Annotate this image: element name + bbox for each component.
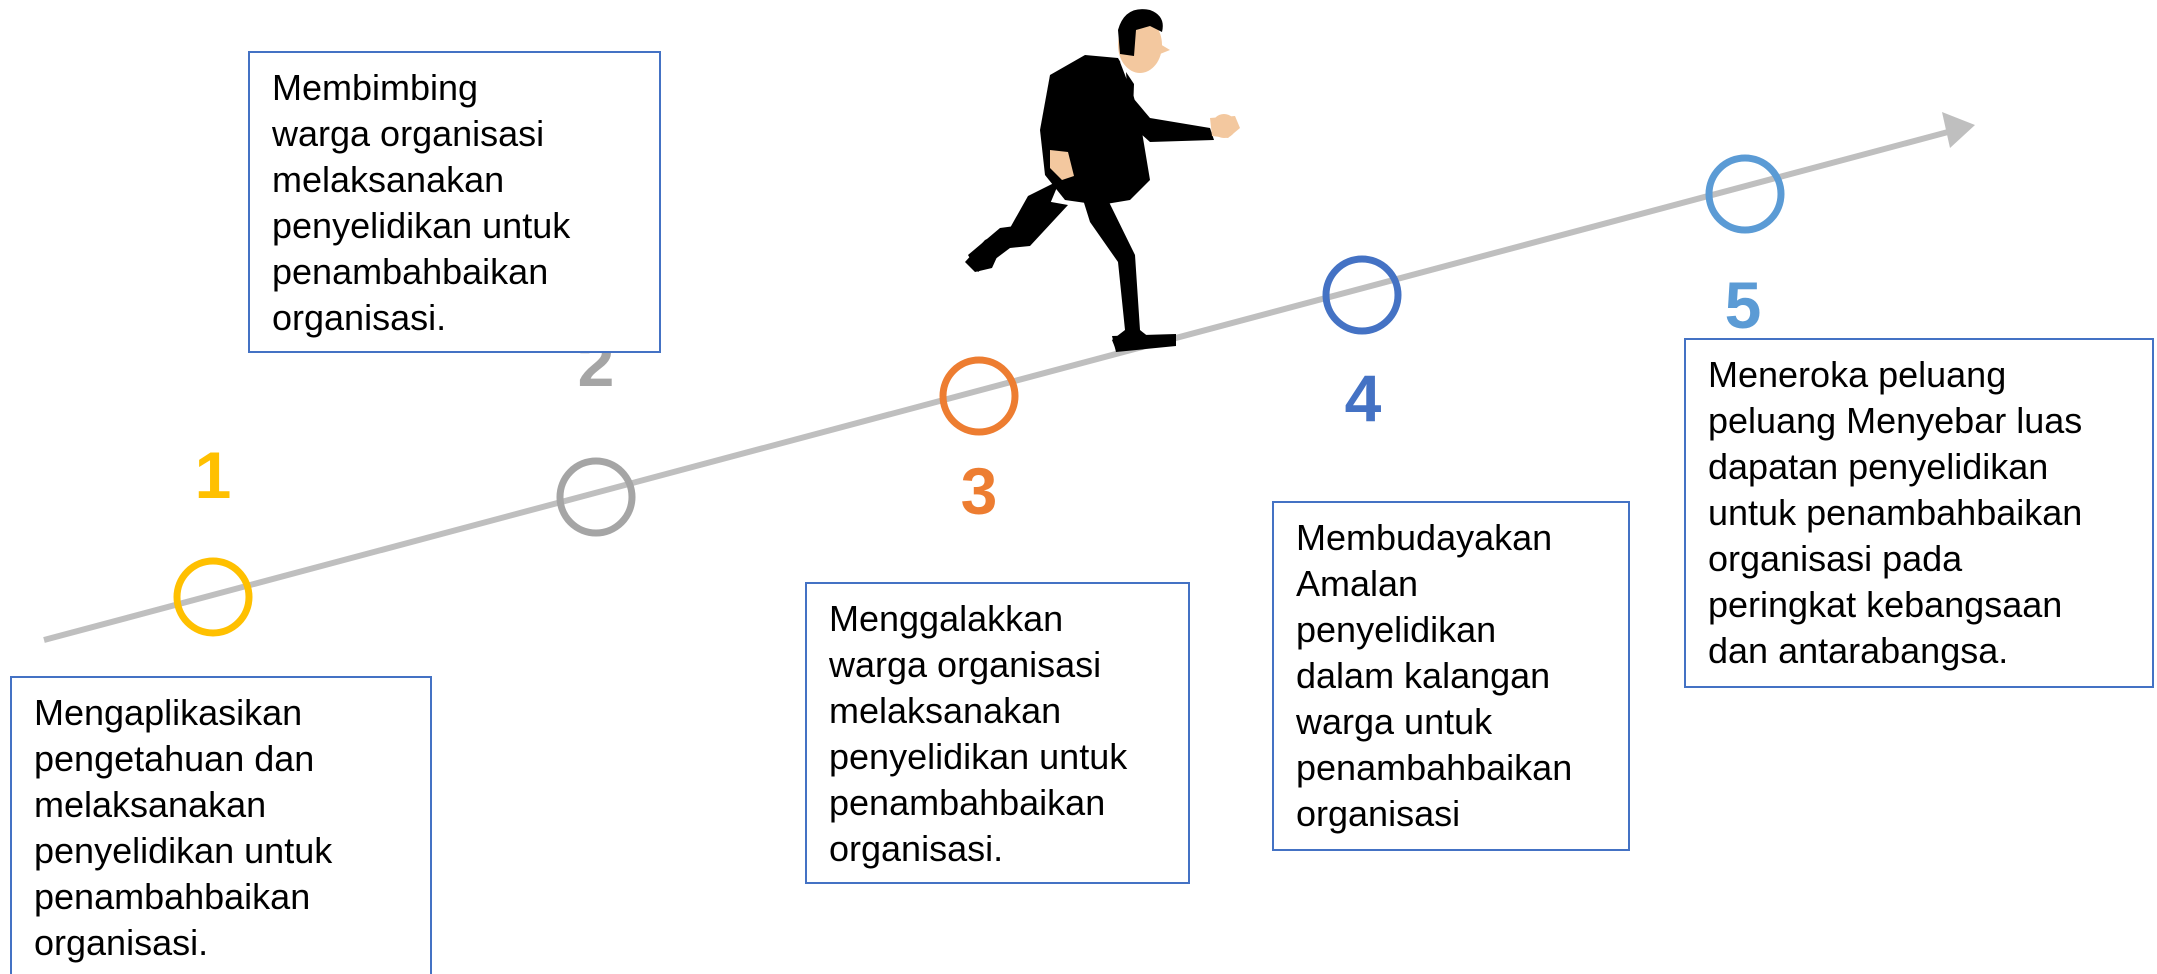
step-1-description: Mengaplikasikan pengetahuan dan melaksan… — [10, 676, 432, 974]
step-5-number: 5 — [1724, 268, 1762, 342]
step-5-description: Meneroka peluang peluang Menyebar luas d… — [1684, 338, 2154, 688]
step-3-description: Menggalakkan warga organisasi melaksanak… — [805, 582, 1190, 884]
step-4-description: Membudayakan Amalan penyelidikan dalam k… — [1272, 501, 1630, 851]
step-2-description: Membimbing warga organisasi melaksanakan… — [248, 51, 661, 353]
step-4-circle — [1322, 255, 1402, 335]
step-4-number: 4 — [1344, 361, 1382, 435]
step-1-circle — [173, 557, 253, 637]
step-5-circle — [1705, 154, 1785, 234]
running-businessman-icon — [965, 9, 1240, 352]
step-1-number: 1 — [194, 438, 232, 512]
progress-arrow — [43, 112, 1975, 643]
step-2-circle — [556, 457, 636, 537]
step-3-number: 3 — [960, 454, 998, 528]
step-3-circle — [939, 356, 1019, 436]
